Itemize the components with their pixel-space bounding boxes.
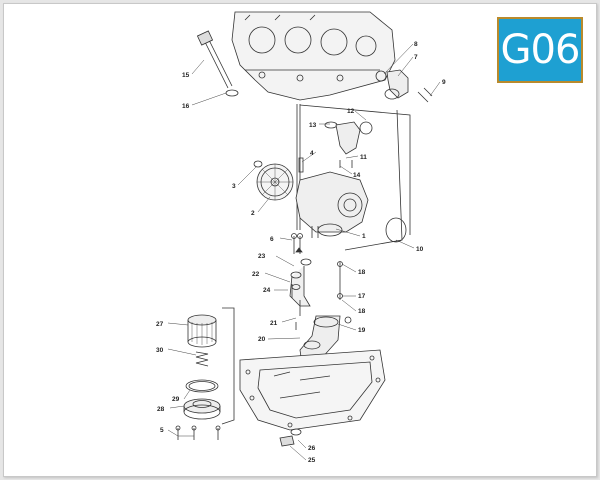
callout-11: 11 — [360, 154, 367, 161]
callout-15: 15 — [182, 72, 190, 79]
callout-22: 22 — [252, 271, 260, 278]
callout-20: 20 — [258, 336, 266, 343]
callout-6: 6 — [270, 236, 274, 243]
callout-12: 12 — [347, 108, 355, 115]
callout-25: 25 — [308, 457, 316, 464]
callout-8: 8 — [414, 41, 418, 48]
elbow-fitting — [375, 69, 433, 103]
page-code-badge: G06 — [497, 17, 583, 83]
callout-5: 5 — [160, 427, 164, 434]
suction-pipe — [289, 247, 312, 307]
o-ring-29 — [185, 379, 219, 393]
callout-7: 7 — [414, 54, 418, 61]
callout-29: 29 — [172, 396, 180, 403]
filter-spring — [195, 351, 209, 367]
washer-16 — [225, 89, 239, 97]
callout-10: 10 — [416, 246, 424, 253]
callout-28: 28 — [157, 406, 165, 413]
engine-block — [231, 11, 396, 101]
callout-labels: 1 2 3 4 5 6 7 8 9 10 11 12 13 14 15 16 1… — [156, 41, 446, 464]
callout-14: 14 — [353, 172, 361, 179]
callout-4: 4 — [310, 150, 314, 157]
callout-18-upper: 18 — [358, 269, 366, 276]
callout-24: 24 — [263, 287, 271, 294]
callout-23: 23 — [258, 253, 266, 260]
oil-pump — [295, 171, 407, 243]
callout-26: 26 — [308, 445, 316, 452]
callout-1: 1 — [362, 233, 366, 240]
callout-27: 27 — [156, 321, 164, 328]
dipstick — [196, 30, 233, 89]
callout-17: 17 — [358, 293, 366, 300]
callout-9: 9 — [442, 79, 446, 86]
callout-2: 2 — [251, 210, 255, 217]
filter-cover — [183, 398, 221, 420]
leader-lines — [167, 43, 441, 461]
callout-21: 21 — [270, 320, 278, 327]
pump-fitting — [324, 121, 373, 168]
callout-19: 19 — [358, 327, 366, 334]
callout-18-lower: 18 — [358, 308, 366, 315]
callout-13: 13 — [309, 122, 317, 129]
callout-30: 30 — [156, 347, 164, 354]
oil-sump — [239, 349, 386, 431]
oil-filter — [187, 314, 217, 348]
sprocket-gear — [256, 163, 294, 201]
callout-3: 3 — [232, 183, 236, 190]
page-code: G06 — [500, 27, 581, 73]
callout-16: 16 — [182, 103, 190, 110]
